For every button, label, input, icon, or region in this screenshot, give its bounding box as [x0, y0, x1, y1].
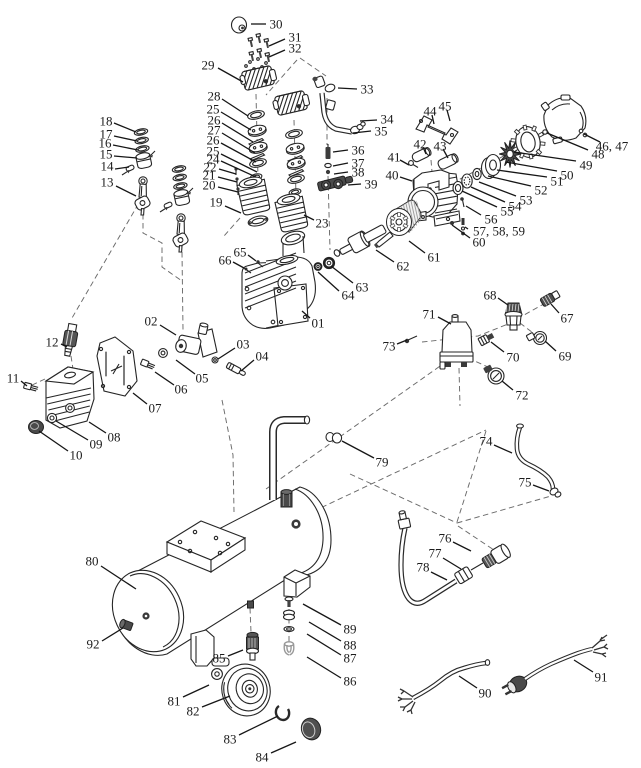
svg-text:65: 65	[234, 245, 247, 260]
svg-text:35: 35	[375, 124, 388, 139]
svg-text:79: 79	[376, 455, 389, 470]
svg-text:78: 78	[417, 560, 430, 575]
svg-text:71: 71	[423, 307, 436, 322]
svg-text:25: 25	[207, 144, 220, 159]
svg-text:43: 43	[434, 139, 447, 154]
svg-text:82: 82	[187, 704, 200, 719]
svg-text:50: 50	[561, 168, 574, 183]
svg-text:51: 51	[551, 174, 564, 189]
svg-text:34: 34	[381, 112, 395, 127]
svg-text:77: 77	[429, 546, 443, 561]
svg-text:24: 24	[207, 152, 221, 167]
svg-text:22: 22	[204, 160, 217, 175]
svg-text:57, 58, 59: 57, 58, 59	[473, 224, 525, 239]
svg-text:01: 01	[312, 316, 325, 331]
svg-text:31: 31	[289, 30, 302, 45]
svg-text:89: 89	[344, 622, 357, 637]
svg-text:91: 91	[595, 670, 608, 685]
svg-text:44: 44	[424, 104, 438, 119]
svg-text:69: 69	[559, 349, 572, 364]
svg-text:45: 45	[439, 99, 452, 114]
svg-text:84: 84	[256, 750, 270, 765]
svg-text:06: 06	[175, 382, 189, 397]
svg-text:42: 42	[414, 137, 427, 152]
svg-text:03: 03	[237, 337, 250, 352]
svg-text:39: 39	[365, 177, 378, 192]
svg-text:16: 16	[99, 136, 113, 151]
svg-text:11: 11	[7, 371, 20, 386]
svg-text:76: 76	[439, 531, 453, 546]
svg-text:66: 66	[219, 253, 233, 268]
svg-text:04: 04	[256, 349, 270, 364]
svg-text:27: 27	[208, 123, 222, 138]
svg-text:81: 81	[168, 694, 181, 709]
svg-text:83: 83	[224, 732, 237, 747]
svg-text:29: 29	[202, 58, 215, 73]
svg-text:07: 07	[149, 401, 163, 416]
svg-text:25: 25	[207, 102, 220, 117]
svg-text:05: 05	[196, 371, 209, 386]
svg-text:87: 87	[344, 651, 358, 666]
svg-text:37: 37	[352, 156, 366, 171]
svg-text:32: 32	[289, 41, 302, 56]
svg-text:68: 68	[484, 288, 497, 303]
svg-text:13: 13	[101, 175, 114, 190]
svg-text:30: 30	[270, 17, 283, 32]
svg-text:63: 63	[356, 280, 369, 295]
svg-text:28: 28	[208, 89, 221, 104]
svg-text:26: 26	[207, 133, 221, 148]
svg-text:38: 38	[352, 165, 365, 180]
svg-text:55: 55	[501, 204, 514, 219]
svg-text:17: 17	[100, 127, 114, 142]
svg-text:73: 73	[383, 339, 396, 354]
svg-text:80: 80	[86, 554, 99, 569]
svg-text:21: 21	[203, 168, 216, 183]
svg-text:08: 08	[108, 430, 121, 445]
svg-text:70: 70	[507, 350, 520, 365]
svg-text:92: 92	[87, 637, 100, 652]
svg-text:23: 23	[316, 216, 329, 231]
svg-text:20: 20	[203, 178, 216, 193]
svg-text:64: 64	[342, 288, 356, 303]
svg-text:74: 74	[480, 434, 494, 449]
svg-text:18: 18	[100, 114, 113, 129]
svg-text:46, 47: 46, 47	[596, 139, 629, 154]
svg-text:90: 90	[479, 686, 492, 701]
svg-text:72: 72	[516, 388, 529, 403]
svg-text:26: 26	[208, 113, 222, 128]
svg-text:48: 48	[592, 147, 605, 162]
svg-text:12: 12	[46, 335, 59, 350]
svg-text:85: 85	[213, 651, 226, 666]
svg-text:56: 56	[485, 212, 499, 227]
svg-text:88: 88	[344, 638, 357, 653]
svg-text:14: 14	[101, 159, 115, 174]
svg-text:15: 15	[100, 147, 113, 162]
svg-text:40: 40	[386, 168, 399, 183]
svg-text:67: 67	[561, 311, 575, 326]
svg-text:33: 33	[361, 82, 374, 97]
svg-text:60: 60	[473, 235, 486, 250]
svg-text:02: 02	[145, 314, 158, 329]
svg-text:49: 49	[580, 158, 593, 173]
svg-text:62: 62	[397, 259, 410, 274]
svg-text:10: 10	[70, 448, 83, 463]
svg-text:75: 75	[519, 475, 532, 490]
svg-text:09: 09	[90, 437, 103, 452]
svg-text:52: 52	[535, 183, 548, 198]
svg-text:19: 19	[210, 195, 223, 210]
svg-text:36: 36	[352, 143, 366, 158]
svg-text:53: 53	[520, 193, 533, 208]
svg-text:54: 54	[509, 199, 523, 214]
svg-text:61: 61	[428, 250, 441, 265]
svg-text:41: 41	[388, 150, 401, 165]
svg-text:86: 86	[344, 674, 358, 689]
